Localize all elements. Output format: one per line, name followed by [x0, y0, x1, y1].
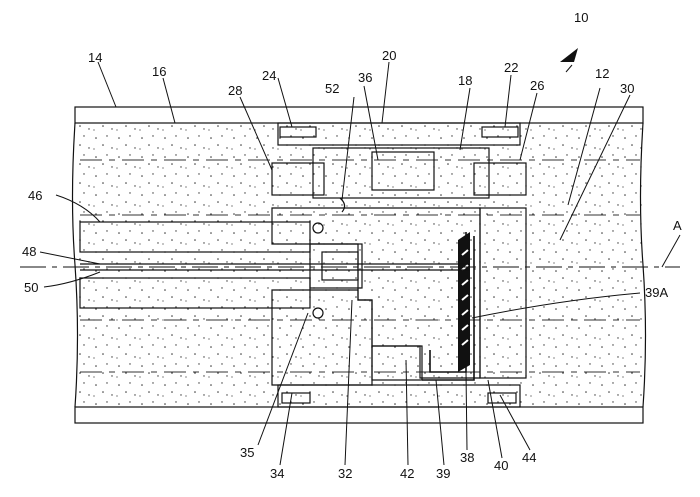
label-30: 30	[620, 81, 634, 96]
label-40: 40	[494, 458, 508, 473]
lower-ring-34	[277, 384, 521, 408]
ring-assembly-20	[271, 122, 527, 199]
label-44: 44	[522, 450, 536, 465]
label-axis-A: A	[673, 218, 682, 233]
label-42: 42	[400, 466, 414, 481]
label-35: 35	[240, 445, 254, 460]
leader-lines	[39, 61, 681, 466]
fluid-16	[71, 122, 647, 408]
label-16: 16	[152, 64, 166, 79]
label-24: 24	[262, 68, 276, 83]
label-14: 14	[88, 50, 102, 65]
label-52: 52	[325, 81, 339, 96]
label-28: 28	[228, 83, 242, 98]
label-32: 32	[338, 466, 352, 481]
label-48: 48	[22, 244, 36, 259]
label-39A: 39A	[645, 285, 668, 300]
label-18: 18	[458, 73, 472, 88]
label-50: 50	[24, 280, 38, 295]
label-26: 26	[530, 78, 544, 93]
label-46: 46	[28, 188, 42, 203]
label-20: 20	[382, 48, 396, 63]
label-22: 22	[504, 60, 518, 75]
label-39: 39	[436, 466, 450, 481]
label-10: 10	[574, 10, 588, 25]
label-34: 34	[270, 466, 284, 481]
label-38: 38	[460, 450, 474, 465]
shaft-46	[79, 197, 470, 319]
label-12: 12	[595, 66, 609, 81]
label-36: 36	[358, 70, 372, 85]
arrow-10	[560, 48, 578, 62]
